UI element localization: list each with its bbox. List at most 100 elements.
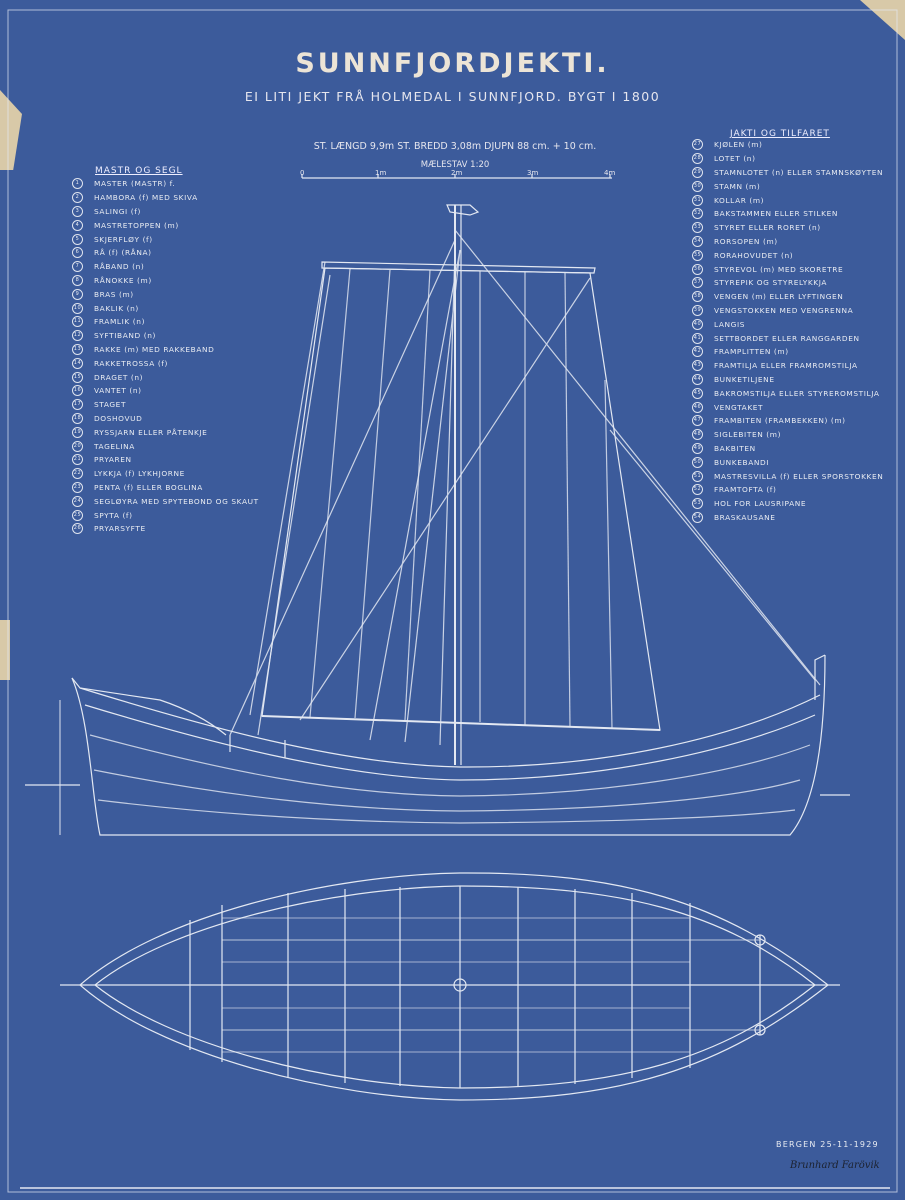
- legend-number: 35: [692, 249, 703, 261]
- legend-number: 1: [72, 178, 83, 190]
- legend-item: 32 BAKSTAMMEN ELLER STILKEN: [692, 207, 883, 221]
- legend-number: 6: [72, 247, 83, 259]
- legend-number: 30: [692, 180, 703, 192]
- drawing-border: [7, 9, 898, 1193]
- right-legend-heading: JAKTI OG TILFARET: [730, 129, 830, 139]
- legend-label: VENGEN (m) ELLER LYFTINGEN: [714, 292, 844, 302]
- legend-label: PRYARSYFTE: [94, 524, 146, 534]
- legend-number: 38: [692, 291, 703, 303]
- legend-number: 47: [692, 415, 703, 427]
- legend-label: STAMN (m): [714, 181, 761, 191]
- legend-item: 9 BRAS (m): [72, 287, 259, 301]
- hull-profile: [59, 654, 826, 836]
- legend-number: 10: [72, 302, 83, 314]
- legend-number: 20: [72, 440, 83, 452]
- legend-number: 8: [72, 274, 83, 286]
- legend-number: 19: [72, 426, 83, 438]
- signature: Brunhard Farövik: [790, 1160, 880, 1171]
- legend-label: SETTBORDET ELLER RANGGARDEN: [714, 333, 860, 343]
- legend-number: 46: [692, 401, 703, 413]
- legend-number: 15: [72, 371, 83, 383]
- legend-label: LANGIS: [714, 319, 746, 329]
- legend-number: 48: [692, 429, 703, 441]
- legend-label: RÅNOKKE (m): [94, 275, 152, 285]
- legend-label: LYKKJA (f) LYKHJORNE: [94, 469, 185, 479]
- legend-label: STYREVOL (m) MED SKORETRE: [714, 264, 844, 274]
- legend-label: SKJERFLØY (f): [94, 234, 153, 244]
- legend-label: DOSHOVUD: [94, 413, 143, 423]
- legend-number: 52: [692, 484, 703, 496]
- legend-number: 32: [692, 208, 703, 220]
- legend-label: BRAS (m): [94, 289, 134, 299]
- legend-label: SIGLEBITEN (m): [714, 430, 782, 440]
- legend-label: FRAMLIK (n): [94, 317, 146, 327]
- legend-item: 16 VANTET (n): [72, 384, 259, 398]
- legend-number: 9: [72, 288, 83, 300]
- legend-item: 48 SIGLEBITEN (m): [692, 428, 883, 442]
- dimensions-text: ST. LÆNGD 9,9m ST. BREDD 3,08m DJUPN 88 …: [313, 141, 597, 152]
- legend-label: VANTET (n): [94, 386, 142, 396]
- legend-number: 3: [72, 205, 83, 217]
- legend-label: FRAMBITEN (FRAMBEKKEN) (m): [714, 416, 846, 426]
- legend-label: BAKLIK (n): [94, 303, 139, 313]
- legend-label: BAKROMSTILJA ELLER STYREROMSTILJA: [714, 388, 880, 398]
- legend-label: STAGET: [94, 400, 127, 410]
- legend-number: 16: [72, 385, 83, 397]
- scale-tick: 2m: [451, 169, 463, 177]
- legend-number: 23: [72, 481, 83, 493]
- legend-number: 51: [692, 470, 703, 482]
- legend-number: 28: [692, 153, 703, 165]
- legend-item: 47 FRAMBITEN (FRAMBEKKEN) (m): [692, 414, 883, 428]
- legend-number: 54: [692, 511, 703, 523]
- legend-number: 11: [72, 316, 83, 328]
- scale-tick: 4m: [604, 169, 616, 177]
- legend-label: LOTET (n): [714, 154, 756, 164]
- legend-label: STAMNLOTET (n) ELLER STAMNSKØYTEN: [714, 167, 884, 177]
- legend-label: BAKSTAMMEN ELLER STILKEN: [714, 209, 838, 219]
- legend-item: 46 VENGTAKET: [692, 400, 883, 414]
- legend-number: 27: [692, 139, 703, 151]
- legend-label: RAKKETROSSA (f): [94, 358, 169, 368]
- legend-label: SYFTIBAND (n): [94, 331, 156, 341]
- legend-label: PRYAREN: [94, 455, 132, 465]
- legend-number: 33: [692, 222, 703, 234]
- legend-item: 8 RÅNOKKE (m): [72, 274, 259, 288]
- legend-label: STYREPIK OG STYRELYKKJA: [714, 278, 828, 288]
- legend-number: 13: [72, 343, 83, 355]
- legend-label: RYSSJARN ELLER PÅTENKJE: [94, 427, 208, 437]
- legend-label: BRASKAUSANE: [714, 512, 776, 522]
- legend-label: TAGELINA: [94, 441, 135, 451]
- legend-number: 7: [72, 261, 83, 273]
- drawing-title: SUNNFJORDJEKTI.: [295, 48, 610, 79]
- legend-number: 41: [692, 332, 703, 344]
- scale-label: MÆLESTAV 1:20: [420, 160, 490, 170]
- legend-label: VENGTAKET: [714, 402, 764, 412]
- legend-label: KOLLAR (m): [714, 195, 765, 205]
